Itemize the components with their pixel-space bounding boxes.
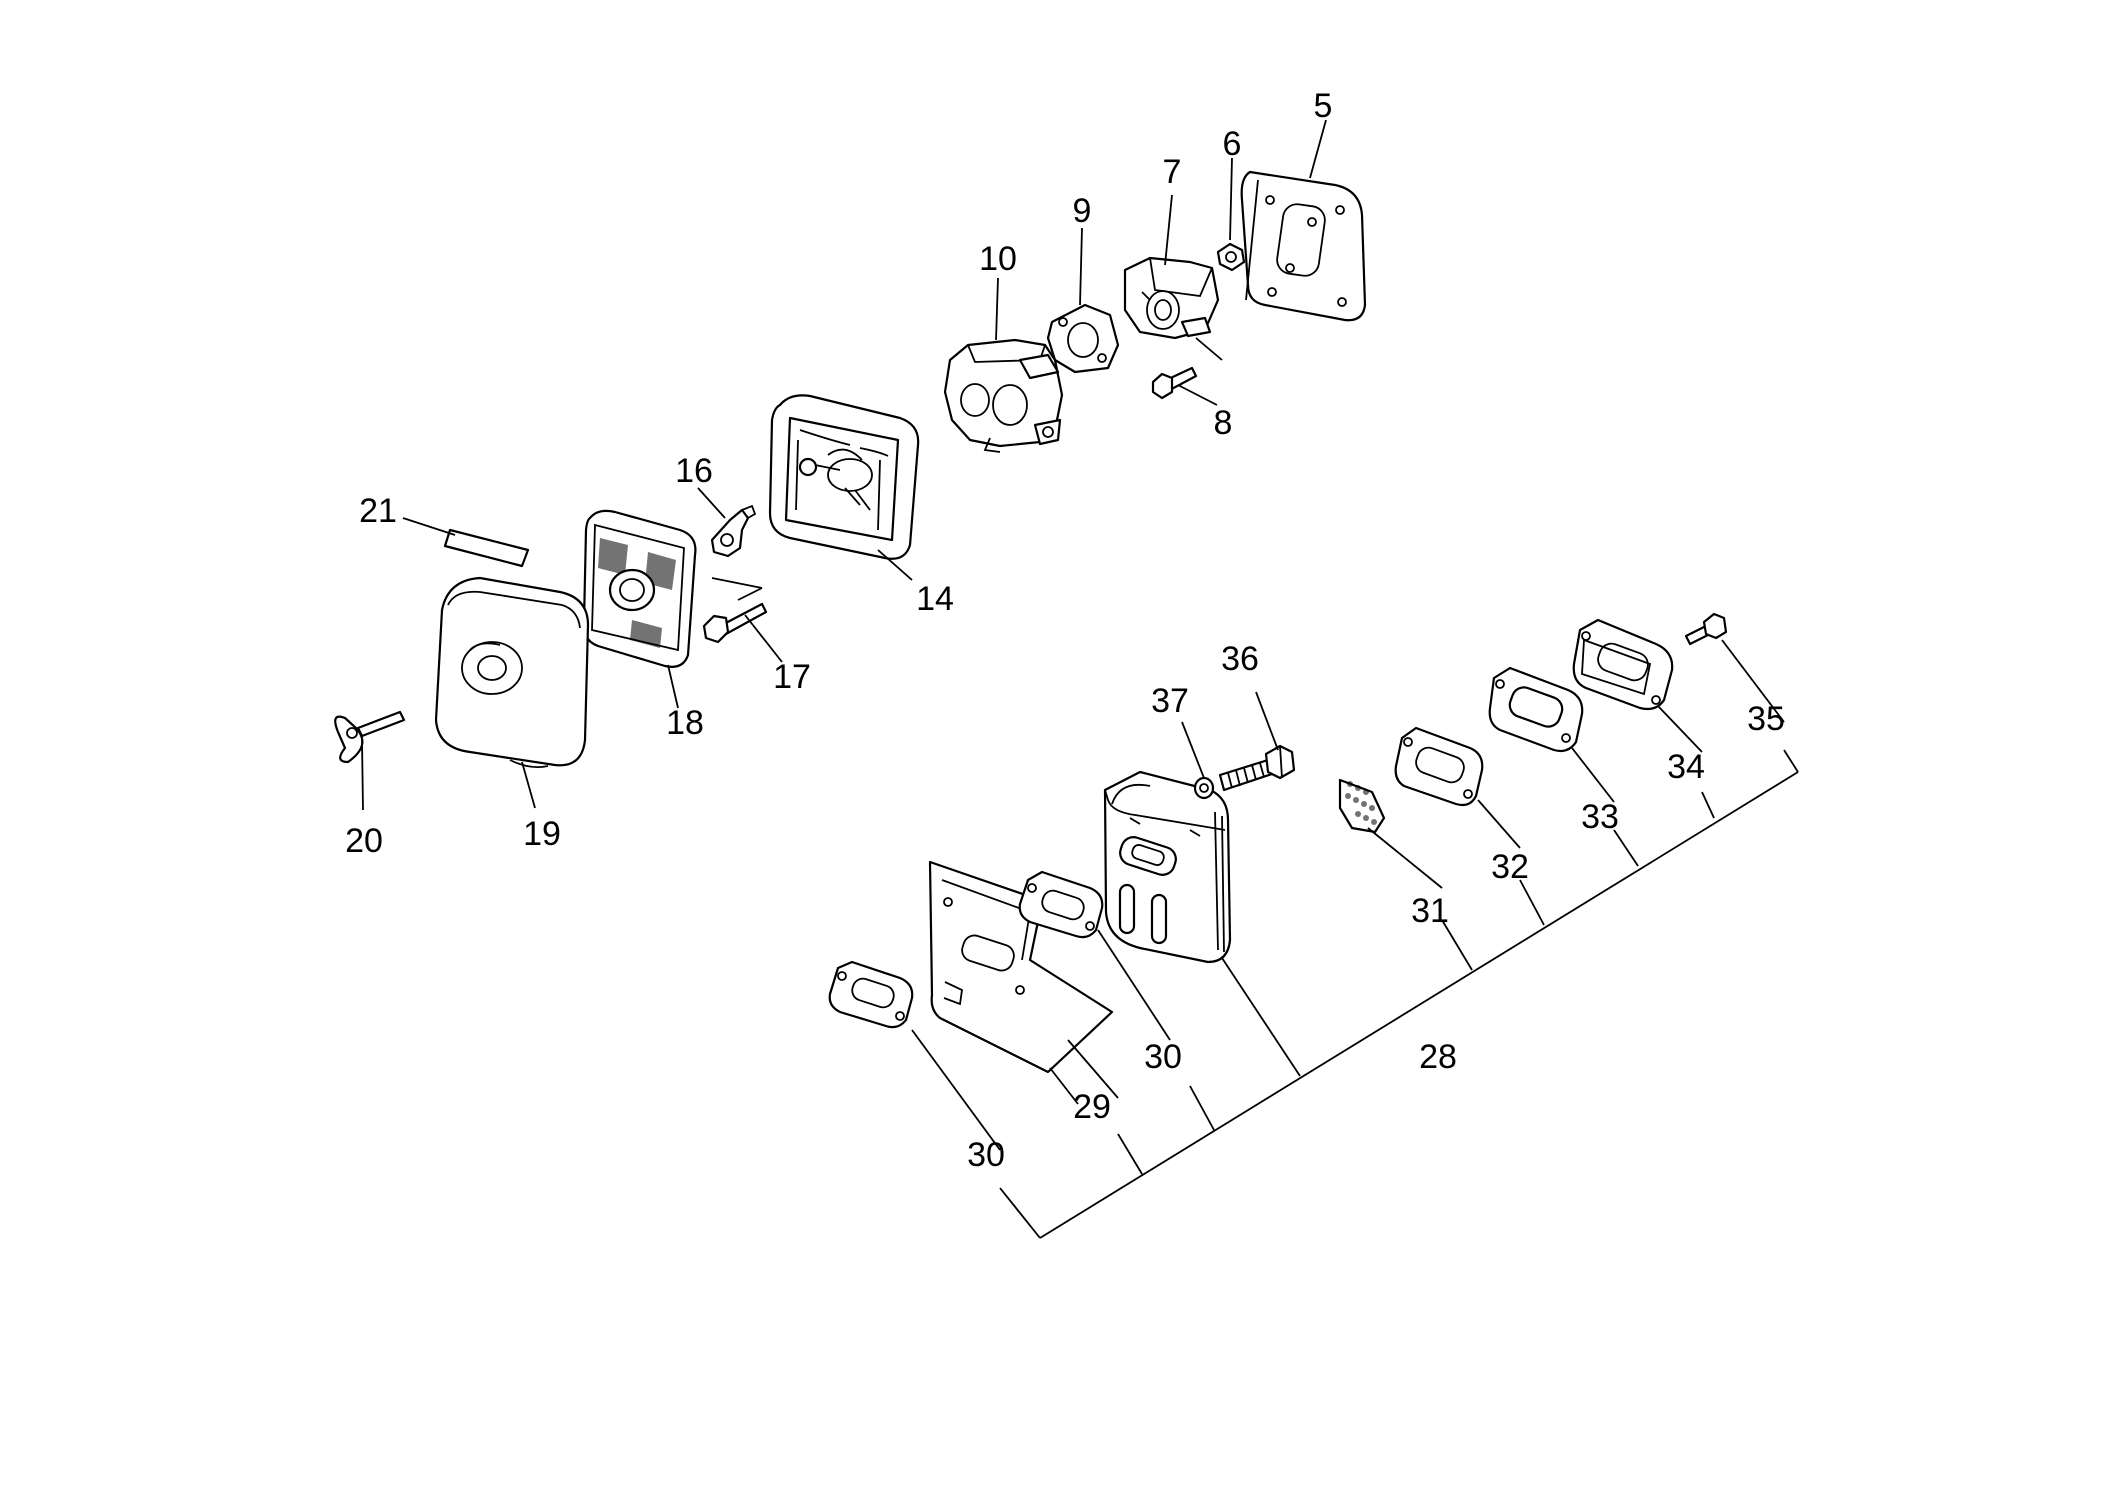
callout-31: 31	[1411, 892, 1449, 930]
callout-14: 14	[916, 580, 954, 618]
callout-36: 36	[1221, 640, 1259, 678]
part-19-air-cleaner-cover	[434, 576, 590, 769]
callout-35: 35	[1747, 700, 1785, 738]
part-10-carburetor	[943, 338, 1064, 453]
callout-28: 28	[1419, 1038, 1457, 1076]
part-33-muffler-plate	[1488, 666, 1584, 753]
muffler-body	[1103, 770, 1232, 964]
part-7-carburetor-adapter	[1123, 256, 1220, 340]
callout-labels: 5 6 7 8 9 10 14 16 17 18 19 20 21 28 29 …	[345, 87, 1785, 1174]
callout-33: 33	[1581, 798, 1619, 836]
callout-6: 6	[1223, 125, 1242, 163]
part-30-gasket-left	[828, 960, 914, 1029]
callout-16: 16	[675, 452, 713, 490]
part-35-screw	[1684, 612, 1728, 646]
callout-30-left: 30	[967, 1136, 1005, 1174]
part-20-wing-bolt	[334, 710, 406, 764]
callout-32: 32	[1491, 848, 1529, 886]
callout-5: 5	[1314, 87, 1333, 125]
upper-leader-lines	[361, 119, 1327, 811]
part-36-muffler-bolt	[1218, 744, 1296, 792]
callout-8: 8	[1214, 404, 1233, 442]
part-8-bolt	[1151, 337, 1223, 400]
part-14-air-cleaner-base	[768, 394, 920, 560]
part-6-nut	[1216, 242, 1246, 272]
callout-19: 19	[523, 815, 561, 853]
part-32-gasket	[1394, 726, 1484, 807]
part-17-bolt	[702, 577, 768, 644]
callout-21: 21	[359, 492, 397, 530]
callout-29: 29	[1073, 1088, 1111, 1126]
callout-18: 18	[666, 704, 704, 742]
part-21-label	[443, 528, 530, 568]
part-30-gasket-right	[1018, 870, 1104, 939]
callout-7: 7	[1163, 153, 1182, 191]
part-16-bracket	[710, 504, 757, 558]
callout-20: 20	[345, 822, 383, 860]
part-9-gasket	[1046, 303, 1120, 374]
part-31-spark-arrester-screen	[1338, 778, 1386, 834]
callout-10: 10	[979, 240, 1017, 278]
part-5-insulator-plate	[1240, 170, 1367, 322]
callout-9: 9	[1073, 192, 1092, 230]
part-34-muffler-cover	[1572, 618, 1674, 711]
lower-leader-lines	[911, 639, 1799, 1239]
callout-17: 17	[773, 658, 811, 696]
callout-30-right: 30	[1144, 1038, 1182, 1076]
part-37-washer	[1193, 776, 1215, 800]
callout-34: 34	[1667, 748, 1705, 786]
part-18-air-filter-element	[582, 509, 697, 668]
callout-37: 37	[1151, 682, 1189, 720]
